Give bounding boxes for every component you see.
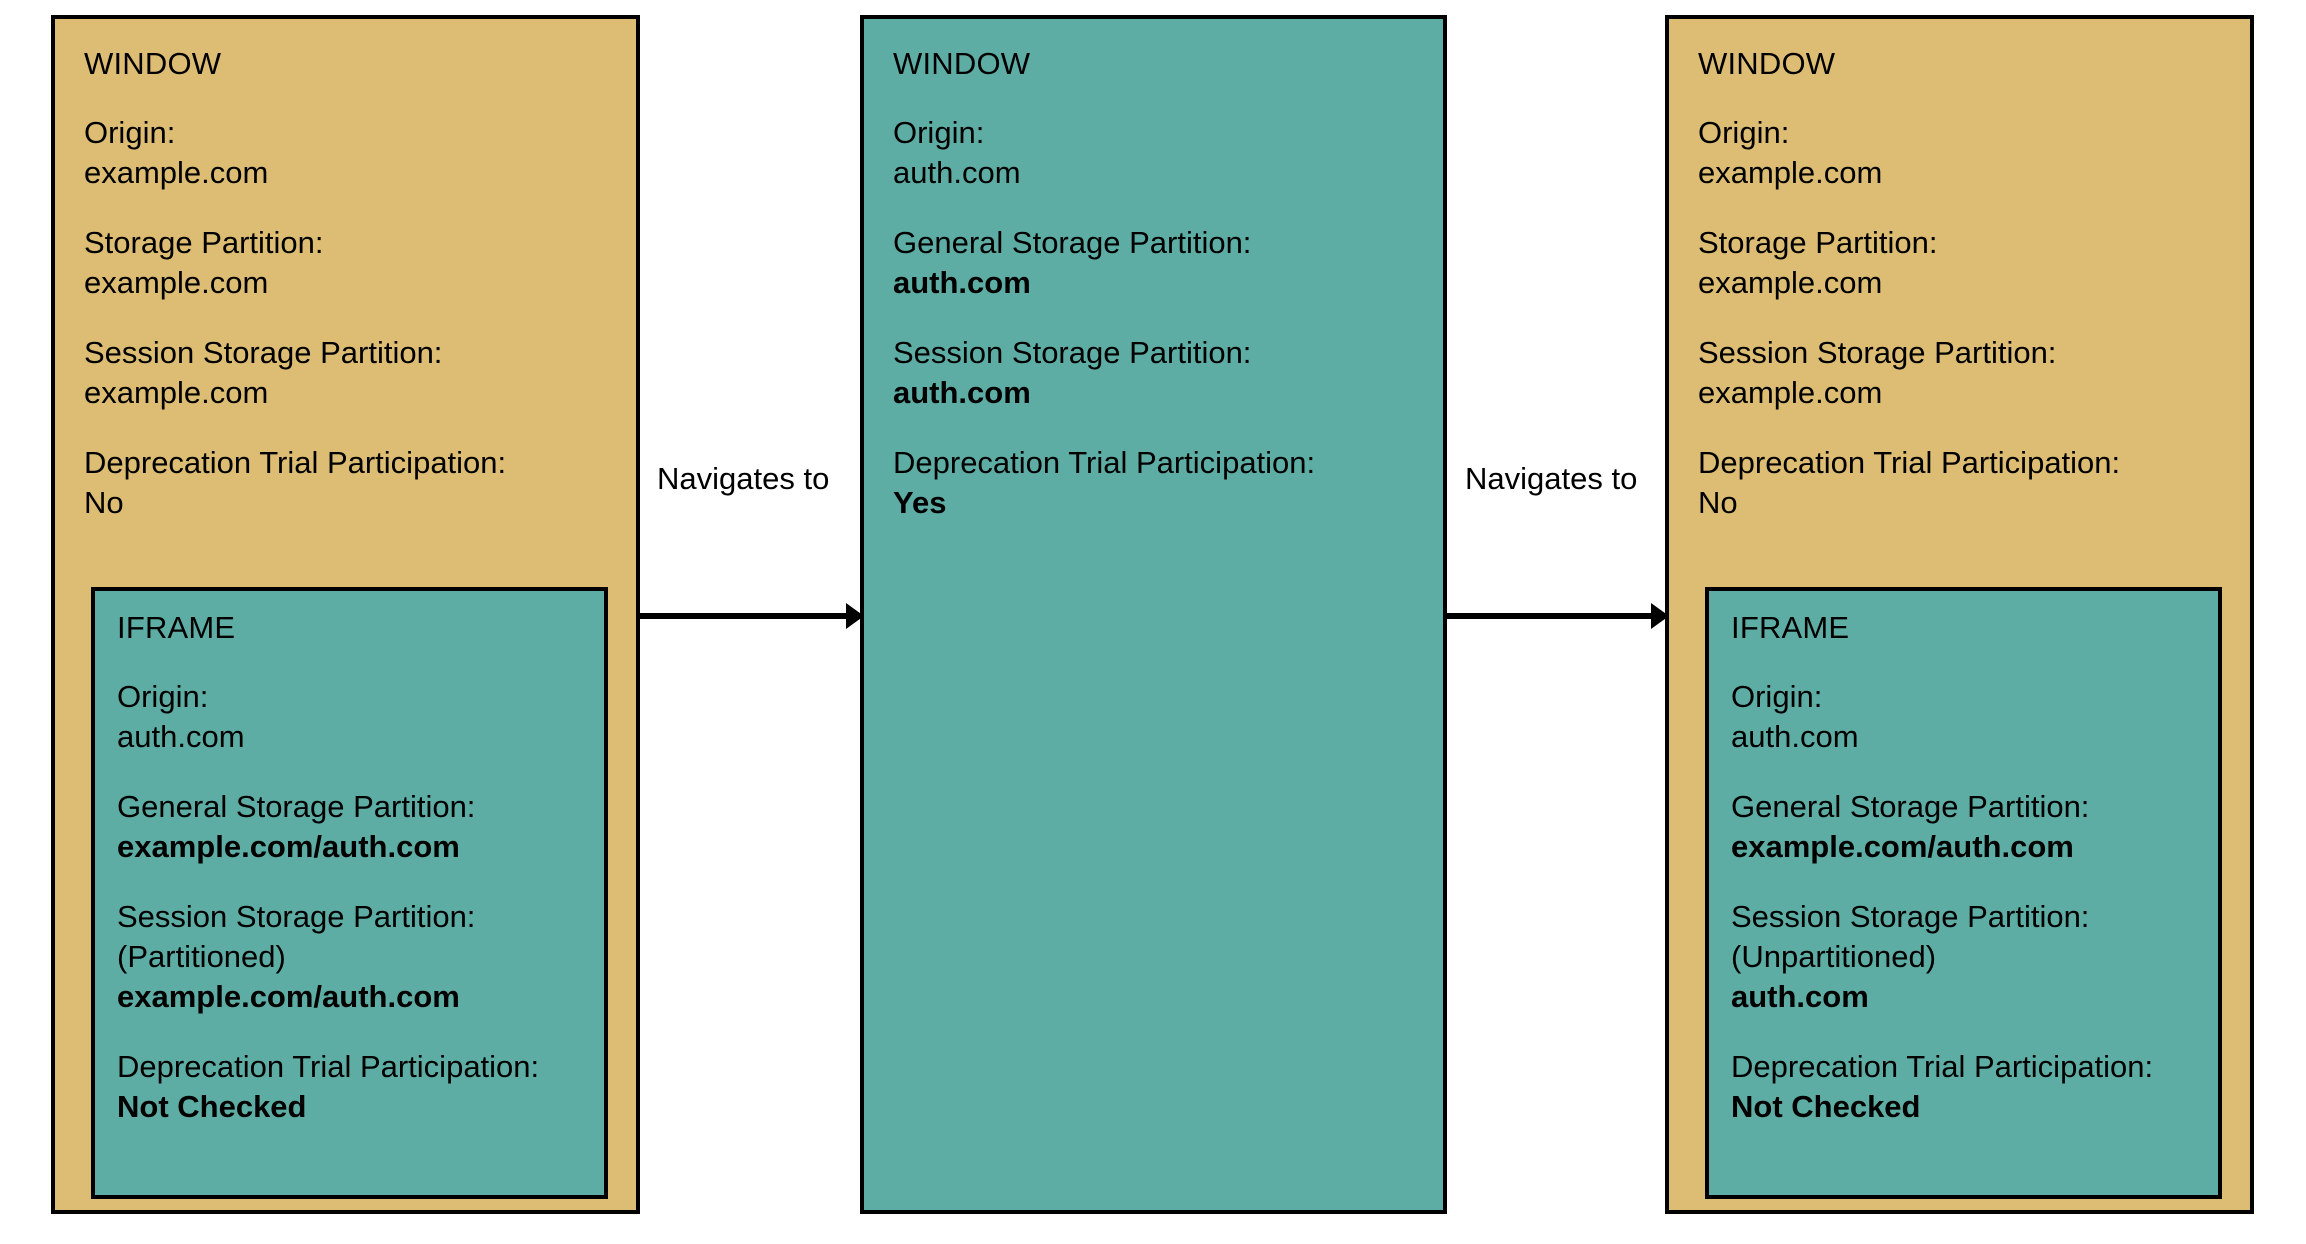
field-value: auth.com bbox=[1731, 719, 1859, 754]
field-label: Deprecation Trial Participation: bbox=[84, 445, 507, 480]
field-deprecation-trial-participation: Deprecation Trial Participation: Yes bbox=[893, 443, 1315, 523]
field-value: No bbox=[84, 485, 124, 520]
window-panel-1: WINDOW Origin: example.com Storage Parti… bbox=[51, 15, 640, 1214]
field-value: No bbox=[1698, 485, 1738, 520]
field-general-storage-partition: General Storage Partition: auth.com bbox=[893, 223, 1315, 303]
field-value: example.com bbox=[84, 375, 269, 410]
field-label: Origin: bbox=[117, 679, 209, 714]
field-value: example.com bbox=[1698, 265, 1883, 300]
field-label: General Storage Partition: bbox=[893, 225, 1252, 260]
field-value: example.com bbox=[84, 265, 269, 300]
field-general-storage-partition: General Storage Partition: example.com/a… bbox=[117, 787, 539, 867]
field-session-storage-partition: Session Storage Partition: (Unpartitione… bbox=[1731, 897, 2153, 1017]
field-session-storage-partition: Session Storage Partition: example.com bbox=[1698, 333, 2120, 413]
field-session-storage-partition: Session Storage Partition: auth.com bbox=[893, 333, 1315, 413]
field-session-storage-partition: Session Storage Partition: example.com bbox=[84, 333, 506, 413]
field-label: Deprecation Trial Participation: bbox=[117, 1049, 540, 1084]
iframe-panel-3: IFRAME Origin: auth.com General Storage … bbox=[1705, 587, 2222, 1199]
field-label: Deprecation Trial Participation: bbox=[1698, 445, 2121, 480]
field-value: Yes bbox=[893, 485, 947, 520]
window-panel-3-content: WINDOW Origin: example.com Storage Parti… bbox=[1669, 19, 2120, 523]
field-value: auth.com bbox=[893, 265, 1031, 300]
field-label: Session Storage Partition: bbox=[893, 335, 1252, 370]
field-storage-partition: Storage Partition: example.com bbox=[84, 223, 506, 303]
iframe-panel-1: IFRAME Origin: auth.com General Storage … bbox=[91, 587, 608, 1199]
field-label: Origin: bbox=[1731, 679, 1823, 714]
field-sub-note: (Unpartitioned) bbox=[1731, 939, 1937, 974]
field-label: Deprecation Trial Participation: bbox=[893, 445, 1316, 480]
field-value: example.com bbox=[1698, 375, 1883, 410]
field-label: Session Storage Partition: bbox=[1731, 899, 2090, 934]
window-panel-2-content: WINDOW Origin: auth.com General Storage … bbox=[864, 19, 1315, 523]
window-panel-2: WINDOW Origin: auth.com General Storage … bbox=[860, 15, 1447, 1214]
field-value: example.com/auth.com bbox=[117, 979, 460, 1014]
field-value: example.com/auth.com bbox=[1731, 829, 2074, 864]
field-label: Storage Partition: bbox=[1698, 225, 1938, 260]
field-label: General Storage Partition: bbox=[1731, 789, 2090, 824]
field-origin: Origin: example.com bbox=[84, 113, 506, 193]
field-label: Origin: bbox=[84, 115, 176, 150]
field-value: example.com bbox=[1698, 155, 1883, 190]
field-origin: Origin: auth.com bbox=[117, 677, 539, 757]
field-deprecation-trial-participation: Deprecation Trial Participation: No bbox=[1698, 443, 2120, 523]
field-value: auth.com bbox=[893, 155, 1021, 190]
field-label: Storage Partition: bbox=[84, 225, 324, 260]
field-value: auth.com bbox=[1731, 979, 1869, 1014]
field-value: example.com bbox=[84, 155, 269, 190]
window-panel-2-title: WINDOW bbox=[893, 46, 1031, 81]
iframe-panel-1-title: IFRAME bbox=[117, 610, 236, 645]
arrow-label-navigates-to-1: Navigates to bbox=[657, 461, 830, 496]
field-deprecation-trial-participation: Deprecation Trial Participation: Not Che… bbox=[117, 1047, 539, 1127]
field-label: Session Storage Partition: bbox=[1698, 335, 2057, 370]
field-value: auth.com bbox=[893, 375, 1031, 410]
field-label: Session Storage Partition: bbox=[84, 335, 443, 370]
field-value: Not Checked bbox=[1731, 1089, 1921, 1124]
iframe-panel-3-content: IFRAME Origin: auth.com General Storage … bbox=[1709, 591, 2153, 1127]
field-label: Origin: bbox=[1698, 115, 1790, 150]
field-origin: Origin: example.com bbox=[1698, 113, 2120, 193]
arrow-label-navigates-to-2: Navigates to bbox=[1465, 461, 1638, 496]
field-origin: Origin: auth.com bbox=[1731, 677, 2153, 757]
field-sub-note: (Partitioned) bbox=[117, 939, 286, 974]
window-panel-1-content: WINDOW Origin: example.com Storage Parti… bbox=[55, 19, 506, 523]
field-value: auth.com bbox=[117, 719, 245, 754]
field-label: General Storage Partition: bbox=[117, 789, 476, 824]
field-origin: Origin: auth.com bbox=[893, 113, 1315, 193]
iframe-panel-3-title: IFRAME bbox=[1731, 610, 1850, 645]
field-general-storage-partition: General Storage Partition: example.com/a… bbox=[1731, 787, 2153, 867]
field-label: Deprecation Trial Participation: bbox=[1731, 1049, 2154, 1084]
field-label: Session Storage Partition: bbox=[117, 899, 476, 934]
window-panel-3-title: WINDOW bbox=[1698, 46, 1836, 81]
navigation-arrow-2 bbox=[1447, 603, 1669, 629]
field-value: example.com/auth.com bbox=[117, 829, 460, 864]
field-session-storage-partition: Session Storage Partition: (Partitioned)… bbox=[117, 897, 539, 1017]
field-label: Origin: bbox=[893, 115, 985, 150]
field-deprecation-trial-participation: Deprecation Trial Participation: Not Che… bbox=[1731, 1047, 2153, 1127]
iframe-panel-1-content: IFRAME Origin: auth.com General Storage … bbox=[95, 591, 539, 1127]
navigation-arrow-1 bbox=[640, 603, 864, 629]
window-panel-3: WINDOW Origin: example.com Storage Parti… bbox=[1665, 15, 2254, 1214]
field-value: Not Checked bbox=[117, 1089, 307, 1124]
field-deprecation-trial-participation: Deprecation Trial Participation: No bbox=[84, 443, 506, 523]
window-panel-1-title: WINDOW bbox=[84, 46, 222, 81]
field-storage-partition: Storage Partition: example.com bbox=[1698, 223, 2120, 303]
